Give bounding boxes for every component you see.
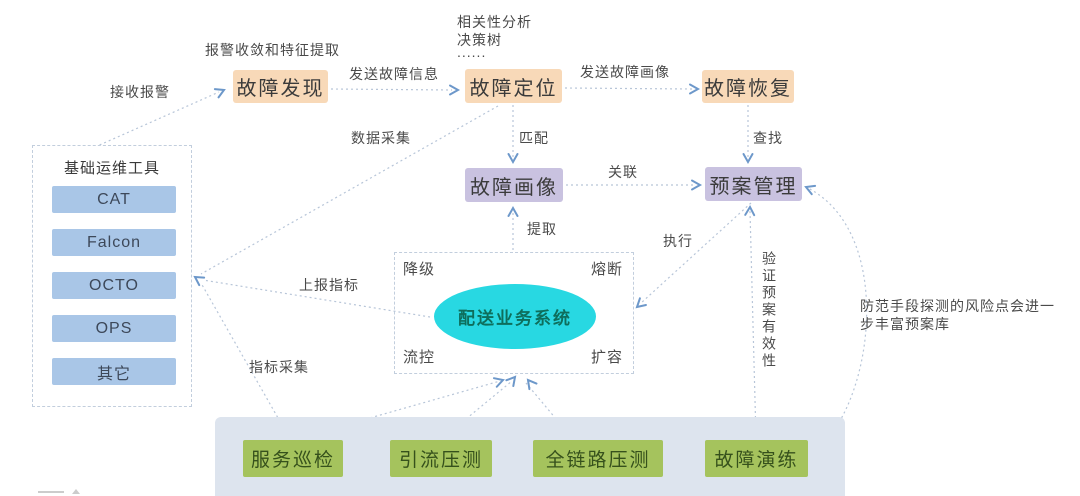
arrow-into-business-box-execute <box>635 297 647 309</box>
arrow-into-plan-management-top <box>742 153 754 165</box>
label-execute: 执行 <box>663 233 693 249</box>
arrow-into-business-box-mid <box>505 375 517 388</box>
edge-send-fault-portrait <box>564 87 693 90</box>
arrow-into-plan-management-bottom <box>744 204 756 217</box>
label-metric-collection: 指标采集 <box>249 359 309 375</box>
edge-data-collection <box>200 105 499 275</box>
edge-report-metrics <box>202 279 431 318</box>
arrow-into-fault-location <box>449 84 461 96</box>
label-extract: 提取 <box>527 221 557 237</box>
label-lookup: 查找 <box>753 130 783 146</box>
watermark-fragment <box>38 489 80 494</box>
tool-item-ops: OPS <box>52 315 176 342</box>
label-alarm-convergence: 报警收敛和特征提取 <box>205 42 340 58</box>
business-system-box: 降级 熔断 流控 扩容 配送业务系统 <box>394 252 634 374</box>
label-send-fault-portrait: 发送故障画像 <box>580 64 670 80</box>
tool-item-other: 其它 <box>52 358 176 385</box>
label-data-collection: 数据采集 <box>351 130 411 146</box>
edge-enrich-plan-arc <box>807 187 868 453</box>
node-business-system: 配送业务系统 <box>434 284 596 349</box>
arrow-into-tools-panel <box>193 275 206 287</box>
prevention-panel: 服务巡检 引流压测 全链路压测 故障演练 <box>215 417 845 496</box>
label-verify-plan: 验证预案有效性 <box>761 251 777 370</box>
edge-execute <box>640 202 752 304</box>
node-service-inspection: 服务巡检 <box>243 440 343 477</box>
arrow-into-plan-management-right <box>804 184 817 196</box>
edge-inspection-to-system <box>302 380 501 438</box>
label-correlation-line2: 决策树 <box>457 32 502 48</box>
label-risk-note: 防范手段探测的风险点会进一步丰富预案库 <box>860 298 1055 332</box>
arrow-into-fault-discovery <box>213 88 226 99</box>
corner-label-flow-control: 流控 <box>403 349 436 366</box>
node-fault-recovery: 故障恢复 <box>702 70 794 103</box>
tool-item-octo: OCTO <box>52 272 176 299</box>
label-correlation-line1: 相关性分析 <box>457 14 532 30</box>
corner-label-degrade: 降级 <box>403 261 436 278</box>
edge-send-fault-info <box>330 88 453 91</box>
label-receive-alarm: 接收报警 <box>110 84 170 100</box>
node-fault-portrait: 故障画像 <box>465 168 563 202</box>
label-associate: 关联 <box>608 164 638 180</box>
arrow-into-fault-recovery <box>689 83 701 95</box>
label-match: 匹配 <box>519 130 549 146</box>
arrow-into-fault-portrait-bottom <box>507 205 519 217</box>
tool-item-cat: CAT <box>52 186 176 213</box>
label-report-metrics: 上报指标 <box>299 277 359 293</box>
arrow-into-business-box-left <box>493 377 505 388</box>
label-correlation-line3: ...... <box>457 44 487 60</box>
node-plan-management: 预案管理 <box>705 167 802 201</box>
corner-label-circuit-break: 熔断 <box>590 261 623 278</box>
label-send-fault-info: 发送故障信息 <box>349 66 439 82</box>
tools-panel-title: 基础运维工具 <box>63 160 160 177</box>
arrow-into-business-box-right <box>526 378 538 391</box>
node-fault-discovery: 故障发现 <box>233 70 328 103</box>
tools-panel: 基础运维工具 CAT Falcon OCTO OPS 其它 <box>32 145 192 407</box>
arrowheads <box>193 83 817 391</box>
arrow-into-plan-management-left <box>691 179 703 191</box>
node-fulllink-stress-test: 全链路压测 <box>533 440 663 477</box>
corner-label-scale-out: 扩容 <box>590 349 623 366</box>
node-fault-location: 故障定位 <box>465 69 562 103</box>
node-fault-drill: 故障演练 <box>705 440 808 477</box>
edge-verify-plan <box>749 210 757 439</box>
tool-item-falcon: Falcon <box>52 229 176 256</box>
arrow-into-fault-portrait-top <box>507 153 519 165</box>
node-traffic-stress-test: 引流压测 <box>390 440 492 477</box>
